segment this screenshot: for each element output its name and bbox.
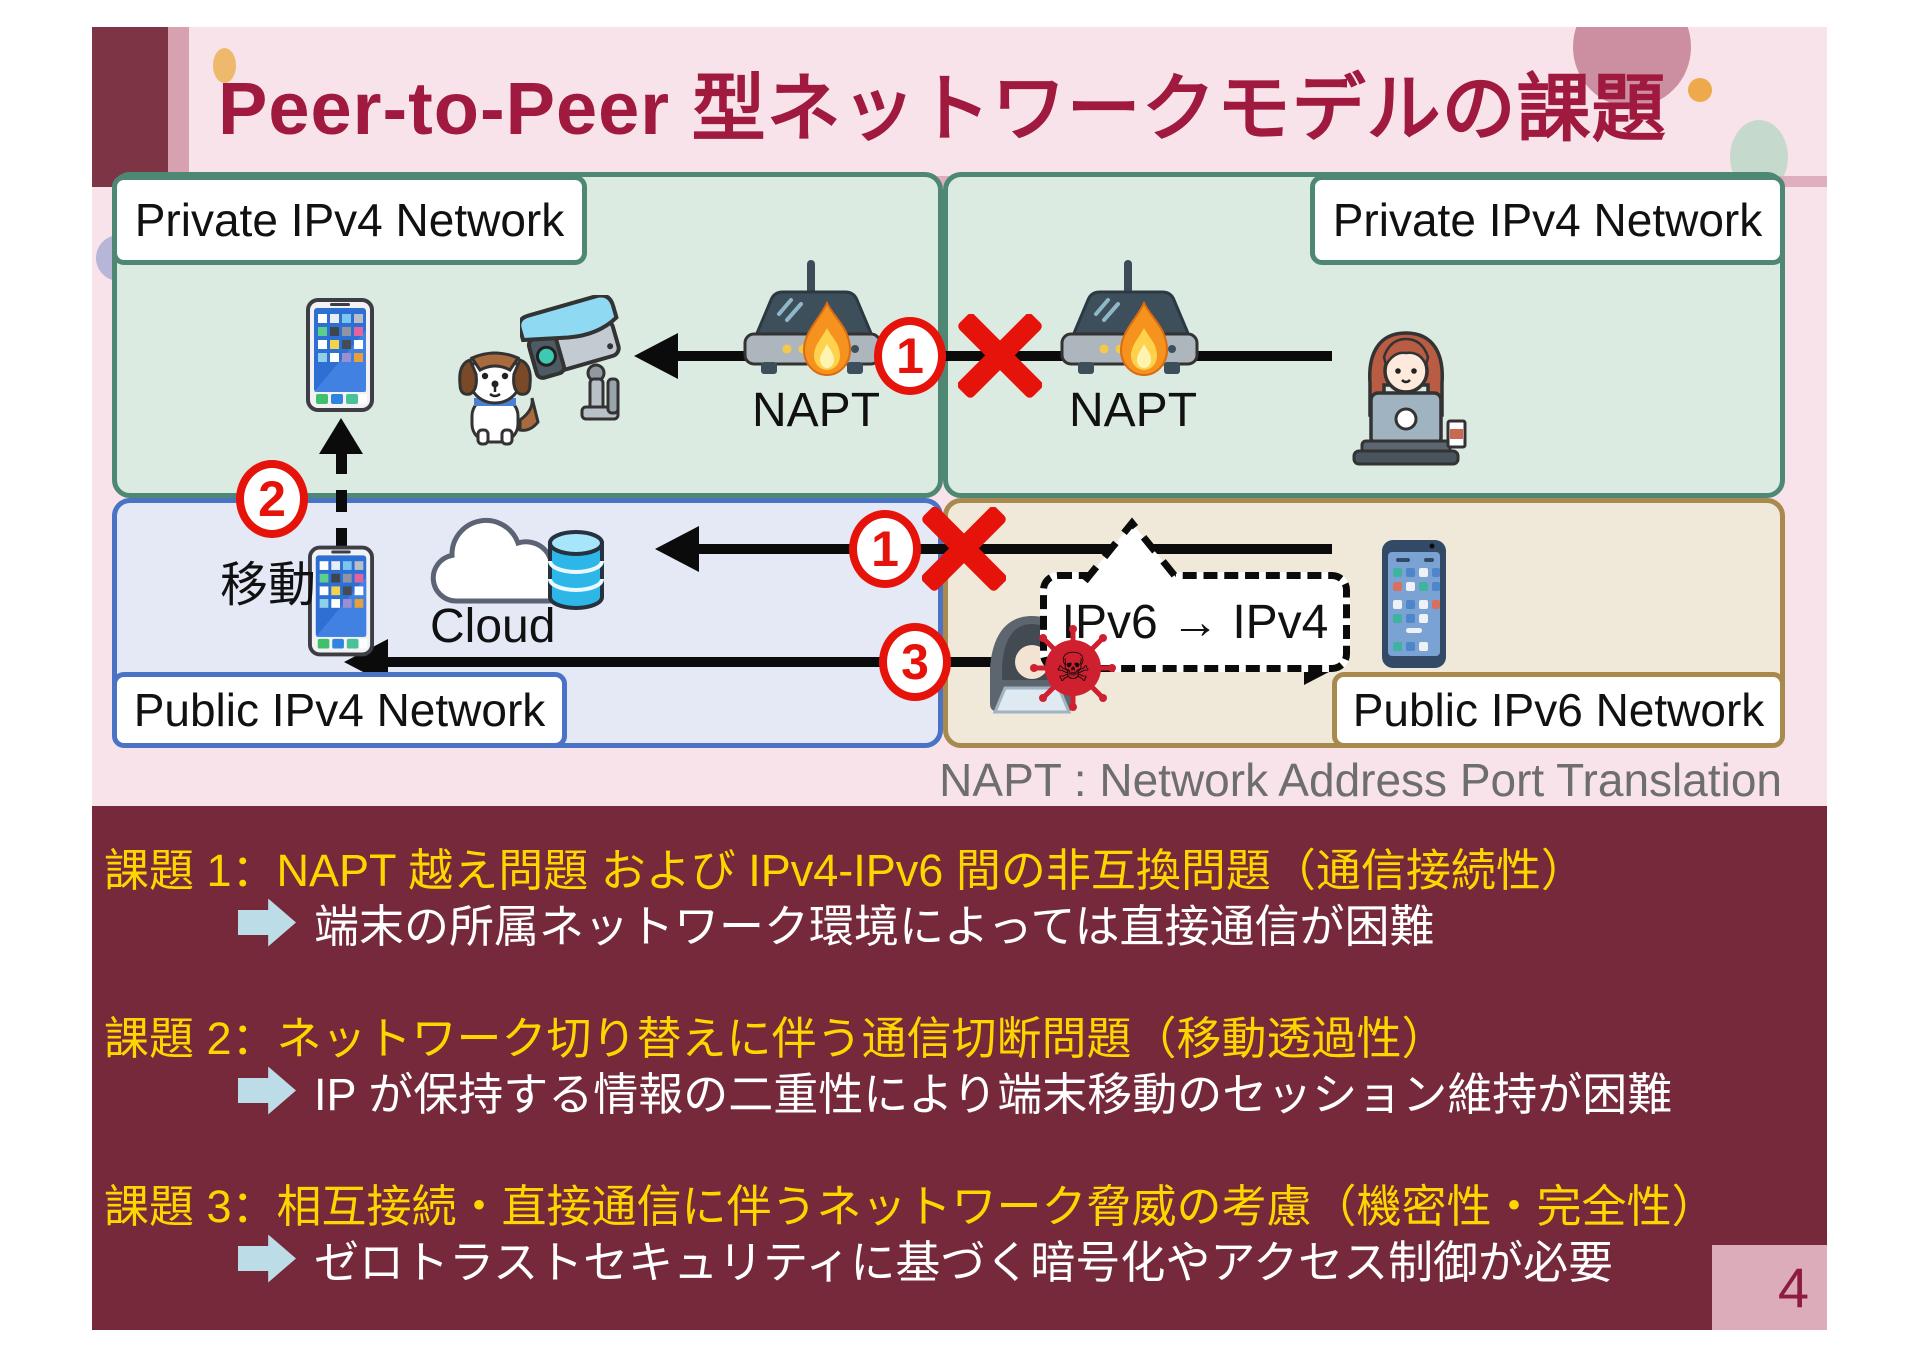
arrow-move-head: [319, 418, 363, 454]
issue-2-detail-row: IP が保持する情報の二重性により端末移動のセッション維持が困難: [238, 1058, 1672, 1123]
network-label-private-ipv4-right: Private IPv4 Network: [1310, 175, 1785, 265]
flat-smartphone-icon: [1382, 540, 1446, 668]
arrow-move-dashed-shaft: [336, 452, 347, 587]
bullet-arrow-icon: [238, 1066, 296, 1115]
network-label-public-ipv4: Public IPv4 Network: [112, 672, 567, 748]
decor-dot-amber: [213, 48, 236, 83]
napt-label-left: NAPT: [752, 384, 881, 437]
x-mark-icon: [958, 314, 1042, 398]
cloud-label: Cloud: [430, 600, 556, 653]
bullet-arrow-icon: [238, 1234, 296, 1283]
arrow-cloud-head: [655, 526, 699, 572]
issue-3-title: 課題 3：相互接続・直接通信に伴うネットワーク脅威の考慮（機密性・完全性）: [104, 1181, 1717, 1232]
issue-3-detail: ゼロトラストセキュリティに基づく暗号化やアクセス制御が必要: [314, 1237, 1614, 1288]
issue-badge-2: 2: [236, 460, 308, 538]
napt-label-right: NAPT: [1069, 384, 1198, 437]
issue-1-detail-row: 端末の所属ネットワーク環境によっては直接通信が困難: [238, 890, 1435, 955]
slide-background: Peer-to-Peer 型ネットワークモデルの課題: [92, 27, 1827, 1330]
issues-panel: 課題 1：NAPT 越え問題 および IPv4-IPv6 間の非互換問題（通信接…: [92, 806, 1827, 1330]
smartphone-icon: [306, 298, 374, 412]
issue-1-detail: 端末の所属ネットワーク環境によっては直接通信が困難: [314, 901, 1435, 952]
issue-1-title: 課題 1：NAPT 越え問題 および IPv4-IPv6 間の非互換問題（通信接…: [104, 845, 1586, 896]
x-mark-icon: [922, 507, 1006, 591]
page-title: Peer-to-Peer 型ネットワークモデルの課題: [218, 67, 1667, 150]
move-label: 移動: [220, 559, 317, 612]
cctv-camera-icon: [520, 295, 621, 421]
title-accent-block: [92, 27, 168, 187]
page-number: 4: [1712, 1245, 1827, 1330]
issue-2-title: 課題 2：ネットワーク切り替えに伴う通信切断問題（移動透過性）: [104, 1013, 1447, 1064]
network-label-private-ipv4-left: Private IPv4 Network: [112, 175, 587, 265]
napt-caption: NAPT : Network Address Port Translation: [939, 754, 1782, 806]
callout-notch: [1082, 517, 1182, 583]
bullet-arrow-icon: [238, 898, 296, 947]
decor-dot-orange-small: [1688, 78, 1712, 102]
dog-icon: [458, 351, 540, 446]
arrow-top-head: [634, 333, 678, 379]
issue-3-detail-row: ゼロトラストセキュリティに基づく暗号化やアクセス制御が必要: [238, 1226, 1613, 1291]
fire-icon: [802, 300, 852, 376]
skull-glyph: ☠: [1055, 645, 1091, 691]
title-accent-strip: [168, 27, 189, 187]
issue-badge-3: 3: [879, 623, 951, 701]
virus-icon: ☠: [1030, 625, 1116, 711]
issue-badge-1-bottom: 1: [849, 510, 921, 588]
fire-icon: [1119, 300, 1169, 376]
issue-badge-1-top: 1: [874, 317, 946, 395]
arrow-bottom-shaft: [386, 657, 1306, 667]
laptop-user-icon: [1352, 331, 1467, 466]
cloud-db-icon: [430, 517, 604, 610]
smartphone-icon: [308, 545, 374, 657]
issue-2-detail: IP が保持する情報の二重性により端末移動のセッション維持が困難: [314, 1069, 1673, 1120]
arrow-cloud-shaft: [695, 544, 1332, 554]
translation-callout: IPv6 → IPv4: [1040, 572, 1350, 672]
network-label-public-ipv6: Public IPv6 Network: [1332, 672, 1785, 748]
